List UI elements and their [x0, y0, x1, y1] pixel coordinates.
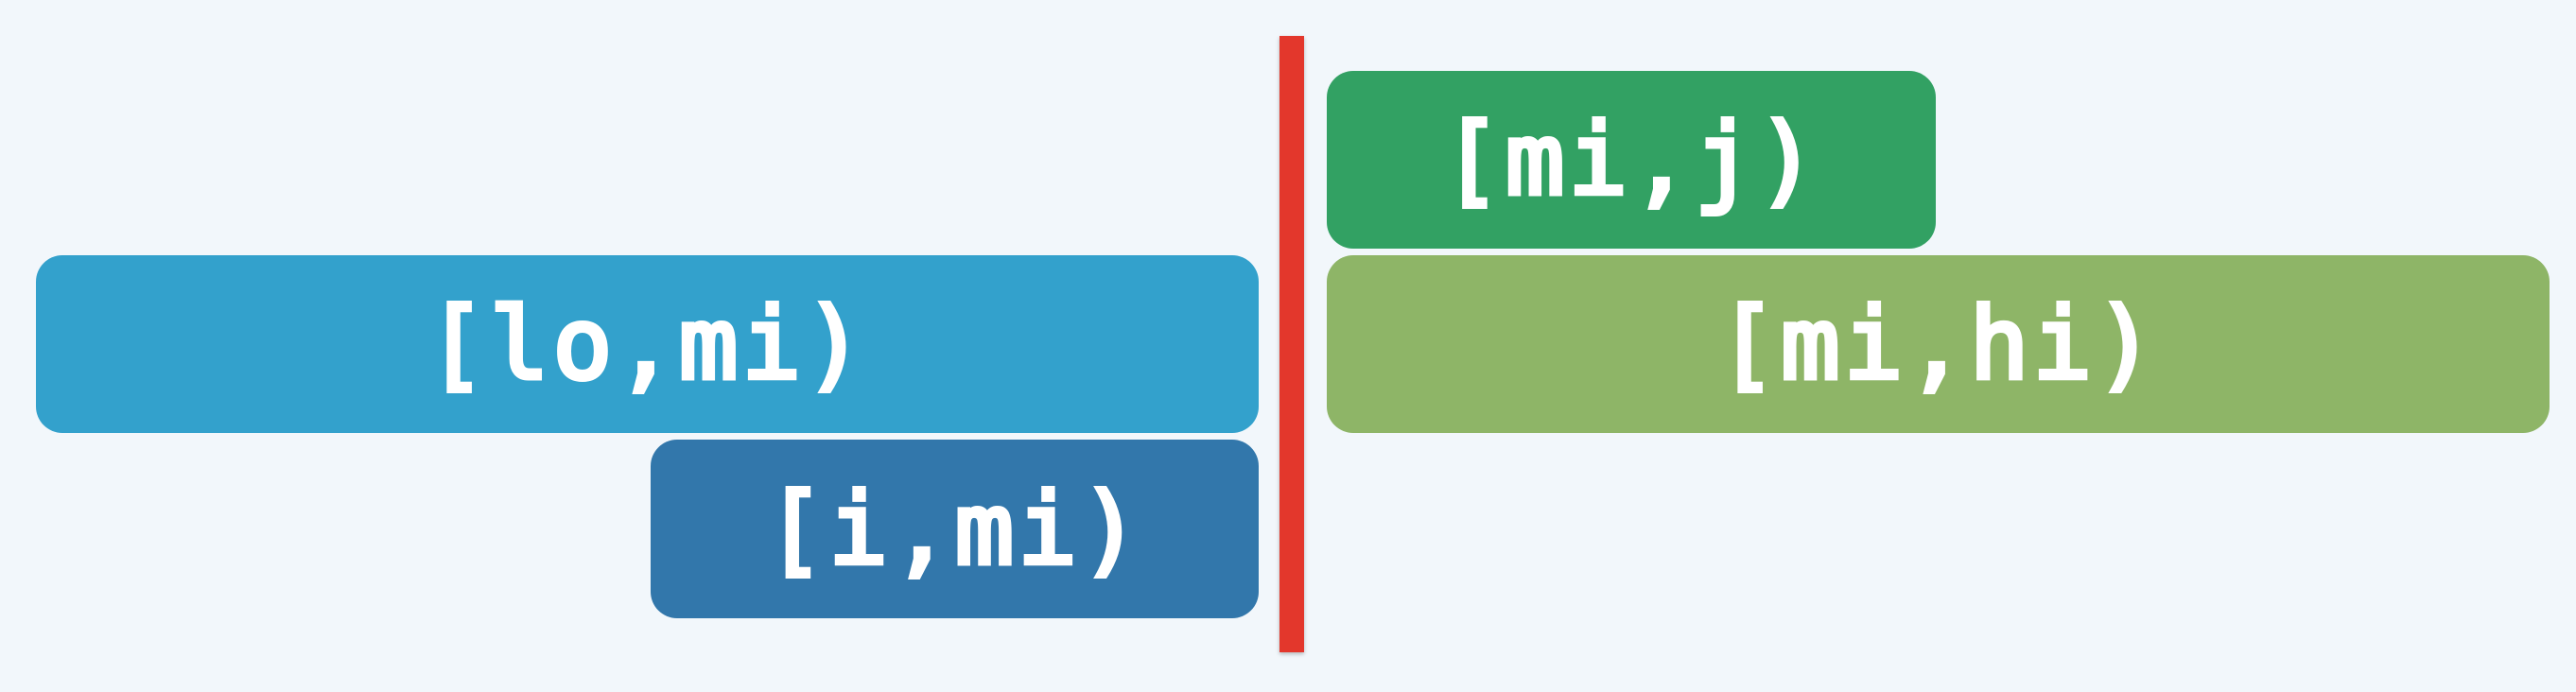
segment-mi-j-label: [mi,j) [1440, 102, 1820, 217]
midpoint-divider [1279, 36, 1304, 652]
segment-lo-mi-label: [lo,mi) [425, 286, 868, 402]
segment-i-mi-label: [i,mi) [763, 471, 1144, 587]
segment-lo-mi: [lo,mi) [36, 255, 1259, 433]
segment-mi-hi-label: [mi,hi) [1715, 286, 2159, 402]
segment-mi-hi: [mi,hi) [1327, 255, 2550, 433]
segment-i-mi: [i,mi) [651, 440, 1259, 618]
segment-mi-j: [mi,j) [1327, 71, 1936, 249]
